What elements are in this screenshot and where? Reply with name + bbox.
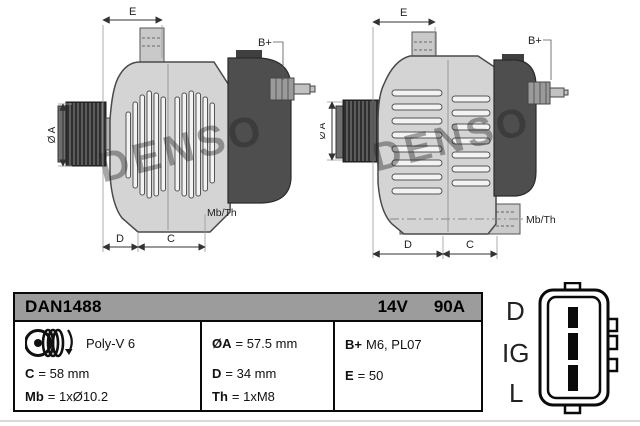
rear-cover [493,54,537,197]
svg-text:D: D [116,233,124,245]
bottom-divider [0,420,640,422]
spec-table-body: Poly-V 6 C = 58 mm Mb = 1xØ10.2 ØA = 57.… [15,322,481,410]
spec-value: = 57.5 mm [235,335,298,351]
pulley-row: Poly-V 6 [25,325,200,361]
connector-pins [568,307,578,391]
spec-value: = 1xM8 [231,388,275,404]
spec-label: D [212,365,222,381]
mb-th-label: Mb/Th [526,214,556,226]
spec-row-oa: ØA = 57.5 mm [212,325,333,361]
spec-label: C [25,365,35,381]
mb-th-label: Mb/Th [207,207,237,219]
spec-value: M6, PL07 [365,336,422,352]
spec-value: = 58 mm [38,365,90,381]
dimension-e: E [372,7,436,258]
spec-label: ØA [212,335,232,351]
svg-text:D: D [404,239,412,251]
spec-table-header: DAN1488 14V 90A [15,294,481,322]
vent-slots [125,90,215,199]
spec-value: = 1xØ10.2 [47,388,109,404]
top-mounting-lug [139,27,165,67]
b-plus-terminal-stud [269,77,316,101]
svg-text:C: C [466,239,474,251]
dimension-d-c: D C [372,236,498,259]
dimension-diameter-a: Ø A [47,103,72,167]
alternator-body [109,61,233,233]
pin-label-ig: IG [502,338,529,368]
b-plus-label: B+ [528,35,552,80]
dimension-d-c: D C [102,214,206,252]
pin-label-l: L [509,378,523,408]
spec-column-pulley: Poly-V 6 C = 58 mm Mb = 1xØ10.2 [15,322,200,410]
dim-e-label: E [129,6,136,18]
alternator-side-view-left: DENSO E B+ Ø A D C [47,6,316,252]
alternator-body [377,55,497,235]
svg-text:E: E [400,7,407,19]
spec-label: Th [212,388,228,404]
connector-pinout-diagram: D IG L [502,282,619,415]
spec-row-bplus: B+ M6, PL07 [345,325,481,363]
svg-text:C: C [167,233,175,245]
voltage-rating: 14V [377,297,408,316]
connector-shell [538,282,619,415]
spec-label: Mb [25,388,44,404]
spec-column-terminals: B+ M6, PL07 E = 50 [333,322,481,410]
svg-text:B+: B+ [258,37,272,49]
vent-slots [391,89,491,195]
spec-row-mb: Mb = 1xØ10.2 [25,385,200,407]
pulley-icon [25,328,73,358]
pin-label-d: D [506,296,525,326]
spec-label: B+ [345,336,362,352]
spec-label: E [345,368,354,383]
part-number: DAN1488 [25,297,102,316]
spec-row-e: E = 50 [345,363,481,388]
b-plus-terminal-stud [527,81,569,105]
svg-text:Ø A: Ø A [320,122,328,139]
spec-row-c: C = 58 mm [25,361,200,385]
spec-row-d: D = 34 mm [212,361,333,385]
svg-text:B+: B+ [528,35,542,47]
b-plus-label: B+ [258,37,284,80]
spec-value: = 50 [357,368,384,383]
spec-column-dimensions: ØA = 57.5 mm D = 34 mm Th = 1xM8 [200,322,333,410]
svg-text:Ø A: Ø A [47,126,58,143]
spec-row-th: Th = 1xM8 [212,385,333,407]
spec-table: DAN1488 14V 90A Poly-V 6 [13,292,483,412]
mount-centerline: Mb/Th [390,214,556,226]
alternator-side-view-right: DENSO Mb/Th E B+ Ø A [320,7,569,259]
spec-value: = 34 mm [225,365,277,381]
pulley-type-label: Poly-V 6 [86,335,136,351]
dimension-e: E [102,6,163,252]
dimension-diameter-a: Ø A [320,101,342,161]
current-rating: 90A [433,297,465,316]
